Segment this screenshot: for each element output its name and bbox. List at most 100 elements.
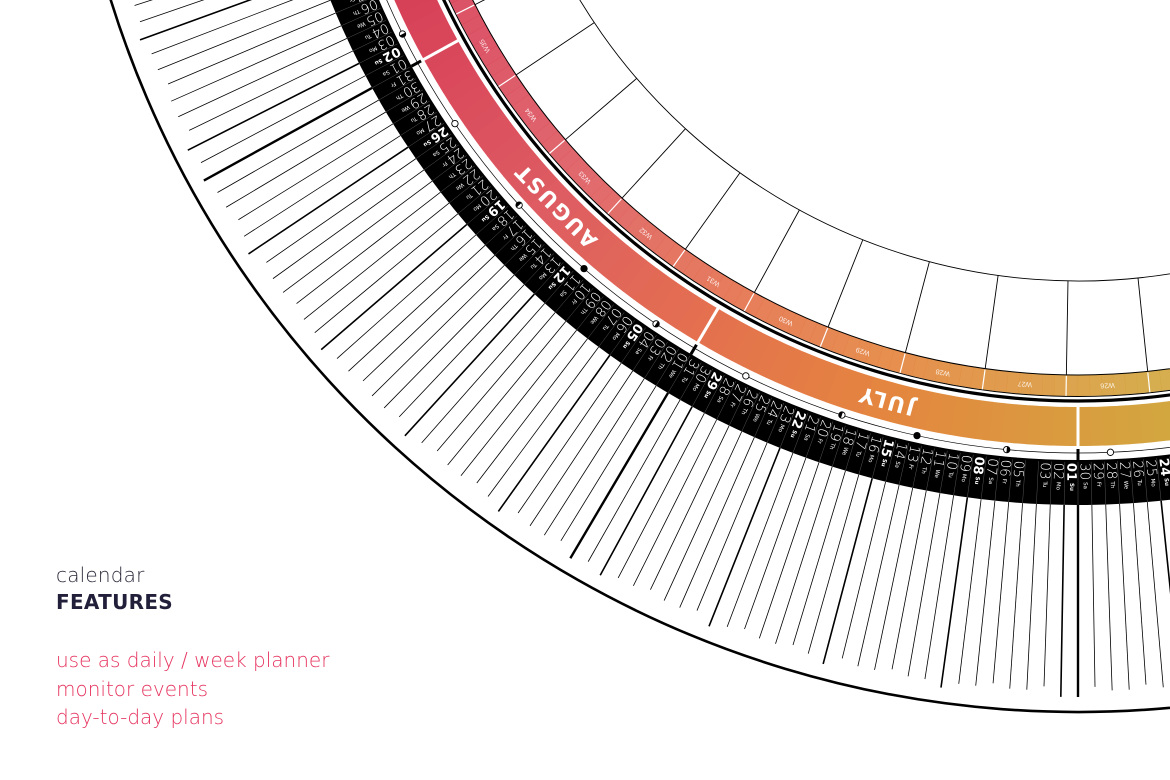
week-label: W27 [1017, 379, 1032, 387]
day-cell-divider [504, 234, 536, 266]
day-tick-line [529, 370, 634, 527]
month-band-segment [1150, 401, 1169, 443]
day-label: 07Sa [982, 457, 1001, 485]
day-label: 28Th [1103, 462, 1120, 489]
moon-shade [838, 411, 843, 419]
weekday-abbrev: Tu [529, 261, 538, 270]
week-band-segment [820, 327, 840, 352]
week-band-segment [663, 242, 686, 267]
day-tick-line [650, 425, 730, 590]
weekday-abbrev: We [751, 412, 760, 423]
month-start-tick [569, 392, 670, 559]
day-tick-line [758, 462, 820, 639]
day-number: 02 [657, 342, 680, 365]
day-cell-divider [1022, 460, 1026, 504]
week-cell-divider [515, 22, 595, 76]
day-tick-line [775, 466, 833, 644]
day-tick-line [807, 474, 860, 654]
weekday-abbrev: Su [789, 429, 797, 439]
month-band-segment [417, 29, 458, 60]
week-band-segment [958, 364, 974, 388]
day-cell-divider [926, 448, 935, 491]
week-band-segment [1017, 372, 1032, 395]
day-number: 22 [788, 409, 809, 431]
day-label: 30Th [392, 78, 423, 105]
day-label: 31Tu [675, 356, 701, 386]
weekday-abbrev: Mo [367, 44, 378, 53]
month-band-segment [443, 71, 483, 104]
day-label: 23Mo [771, 403, 796, 435]
week-band-segment [449, 0, 459, 4]
week-band-segment [754, 297, 776, 323]
month-band-segment [528, 178, 566, 215]
week-label: W29 [855, 345, 871, 356]
day-tick-line [1026, 503, 1037, 690]
weekday-abbrev: Fr [569, 298, 577, 306]
day-tick-line [151, 0, 294, 55]
moon-disc [742, 372, 750, 380]
day-tick-line [303, 202, 450, 320]
month-band-segment [1013, 404, 1030, 445]
week-band-segment [598, 190, 623, 214]
features-panel: calendar FEATURES use as daily / week pl… [56, 562, 329, 732]
day-number: 07 [983, 457, 1001, 476]
day-tick-line [200, 75, 366, 163]
weekday-abbrev: We [1122, 481, 1129, 490]
day-number: 29 [1090, 463, 1106, 481]
moon-new-icon [580, 264, 588, 273]
day-cell-divider [431, 155, 467, 182]
month-start-marker [689, 343, 698, 355]
month-band-segment [1052, 406, 1067, 446]
day-tick-line [139, 0, 253, 41]
month-band-segment [1000, 403, 1018, 444]
week-band-segment [1147, 370, 1163, 393]
weekday-abbrev: Sa [987, 477, 994, 485]
day-cell-divider [524, 253, 554, 285]
weekday-abbrev: Th [828, 441, 836, 451]
day-label: 15Su [875, 437, 896, 468]
day-cell-divider [818, 421, 834, 463]
day-label: 12Th [915, 447, 936, 476]
moon-disc [580, 264, 588, 273]
day-label: 27We [1116, 461, 1134, 490]
week-band-divider [981, 369, 986, 390]
weekday-abbrev: Sa [431, 149, 440, 158]
month-band-segment [464, 102, 504, 136]
week-band-segment [450, 0, 476, 15]
day-number: 02 [1050, 463, 1066, 481]
day-number: 17 [851, 430, 871, 451]
day-cell-divider [967, 454, 974, 498]
day-number: 12 [917, 447, 936, 467]
day-cell-divider [741, 392, 760, 432]
day-tick-line [1133, 503, 1147, 685]
week-band-segment [911, 355, 929, 379]
week-band-segment [733, 286, 755, 312]
day-number: 28 [1103, 462, 1120, 480]
day-tick-line [421, 303, 546, 444]
day-tick-line [187, 62, 360, 151]
day-tick-line [708, 447, 781, 627]
day-label: 26Th [735, 387, 761, 418]
day-label: 02Su [371, 44, 403, 70]
month-band-segment [911, 389, 934, 431]
day-tick-line [599, 406, 693, 576]
moon-full-icon [451, 119, 459, 128]
week-band-segment [557, 148, 582, 172]
week-band-segment [1053, 374, 1067, 396]
week-band-segment [970, 366, 986, 390]
day-number: 28 [715, 375, 737, 398]
week-band-segment [808, 322, 829, 347]
day-tick-line [1105, 504, 1113, 691]
week-band-segment [712, 274, 735, 300]
day-number: 30 [400, 78, 423, 100]
moon-full-icon [1106, 448, 1115, 456]
day-label: 30Mo [686, 363, 714, 395]
month-band-segment [697, 308, 729, 349]
day-cell-divider [655, 349, 679, 386]
month-band-segment [924, 391, 945, 433]
weekday-abbrev: We [667, 368, 677, 379]
week-cell-divider [753, 209, 800, 293]
month-band-segment [503, 151, 542, 187]
day-cell-divider [858, 433, 871, 475]
day-tick-line [663, 431, 743, 601]
